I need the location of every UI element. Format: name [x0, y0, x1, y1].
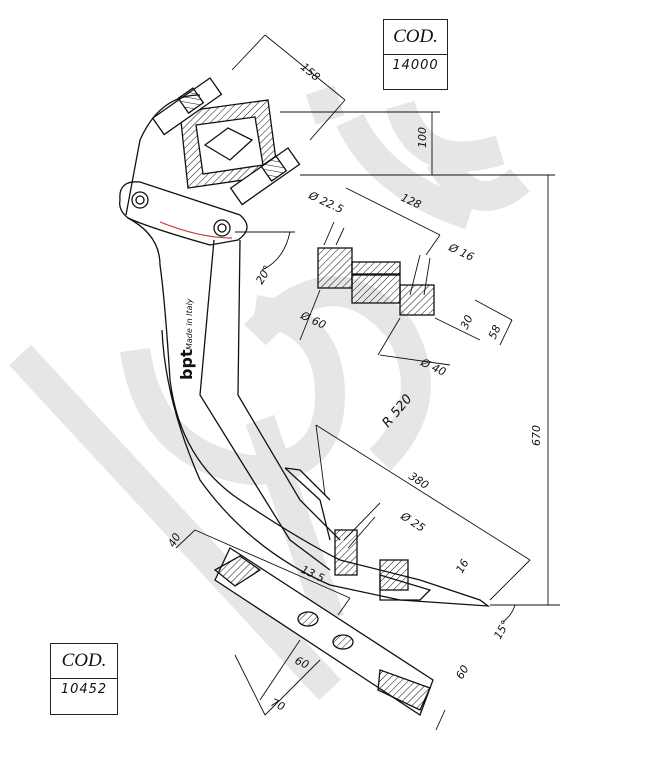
- dim-70: 70: [269, 696, 287, 714]
- angle-arc-20: [261, 231, 291, 271]
- angle-arc-15: [502, 604, 516, 623]
- dim-670: 670: [530, 425, 543, 446]
- shaft-detail: [317, 247, 435, 316]
- dim-22-5: Ø 22.5: [306, 189, 346, 217]
- dim-380: 380: [406, 470, 431, 492]
- clamp-bolt-top: [151, 77, 223, 136]
- watermark-logo: [8, 85, 530, 701]
- clamp-bolt-bottom: [229, 147, 301, 206]
- brand-stamp: bpt Made in Italy: [177, 298, 196, 380]
- dim-60-a: 60: [293, 654, 311, 672]
- dim-30: 30: [458, 313, 476, 331]
- dim-60-b: 60: [453, 663, 471, 682]
- angle-15: 15°: [491, 618, 512, 641]
- code-top-number: 14000: [392, 58, 439, 73]
- angle-20: 20°: [253, 263, 274, 286]
- pivot-arm: [119, 181, 248, 246]
- dim-100: 100: [416, 127, 429, 148]
- stamp-brand: bpt: [177, 349, 196, 380]
- reversible-point: [213, 547, 434, 716]
- dim-158: 158: [298, 60, 322, 83]
- dimension-lines: [175, 34, 560, 731]
- dim-16: 16: [453, 557, 471, 576]
- shank-body: [125, 94, 491, 607]
- code-bottom-number: 10452: [60, 682, 108, 697]
- stamp-text: Made in Italy: [185, 298, 194, 350]
- dim-58: 58: [486, 323, 504, 341]
- tip-mount: [334, 529, 432, 601]
- dim-25: Ø 25: [398, 509, 428, 535]
- drawing-lines: [119, 34, 560, 731]
- code-box-bottom: COD. 10452: [50, 643, 118, 715]
- code-top-label: COD.: [384, 20, 447, 55]
- dim-16-hole: Ø 16: [446, 241, 476, 264]
- dim-40: 40: [165, 531, 183, 550]
- code-box-top: COD. 14000: [383, 19, 448, 90]
- code-bottom-label: COD.: [51, 644, 117, 679]
